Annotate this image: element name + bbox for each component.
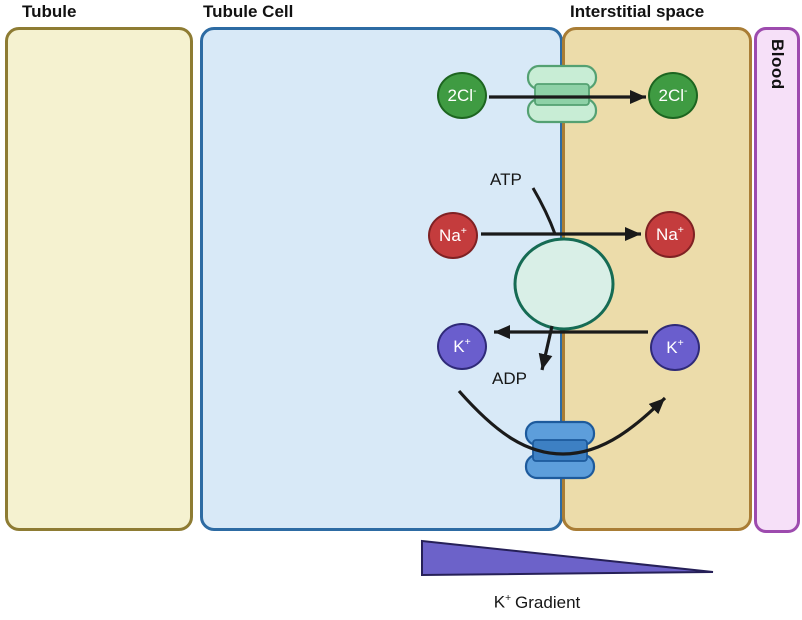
tubule-heading: Tubule	[22, 2, 77, 21]
ion-label: K	[453, 337, 465, 356]
tubule-cell-heading: Tubule Cell	[203, 2, 294, 21]
k-gradient-triangle	[421, 539, 714, 577]
gradient-label-ion: K	[493, 592, 506, 612]
adp-label: ADP	[492, 369, 527, 388]
chloride-ion-interstitial: 2Cl-	[648, 72, 698, 119]
potassium-ion-interstitial: K+	[650, 324, 700, 371]
na-k-atpase-pump-icon	[513, 237, 615, 331]
ion-label: 2Cl	[447, 86, 473, 105]
atp-label: ATP	[490, 170, 522, 189]
chloride-ion-cell: 2Cl-	[437, 72, 487, 119]
tubule-cell-compartment	[200, 27, 563, 531]
gradient-label-word: Gradient	[515, 592, 581, 612]
chloride-channel-pore	[534, 83, 590, 106]
atp-connector-line	[531, 187, 557, 235]
blood-compartment: Blood	[754, 27, 800, 533]
ion-label: Na	[439, 226, 461, 245]
adp-release-arrow	[538, 325, 554, 371]
sodium-ion-cell: Na+	[428, 212, 478, 259]
potassium-leak-arrow	[457, 389, 667, 456]
ion-label: K	[666, 338, 678, 357]
ion-label: Na	[656, 225, 678, 244]
blood-heading: Blood	[768, 39, 787, 90]
chloride-channel-icon	[526, 64, 598, 124]
potassium-ion-cell: K+	[437, 323, 487, 370]
k-gradient-label: K+Gradient	[427, 593, 647, 612]
ion-label: 2Cl	[658, 86, 684, 105]
tubule-compartment	[5, 27, 193, 531]
gradient-label-charge: +	[505, 593, 512, 604]
interstitial-space-heading: Interstitial space	[570, 2, 705, 21]
sodium-ion-interstitial: Na+	[645, 211, 695, 258]
